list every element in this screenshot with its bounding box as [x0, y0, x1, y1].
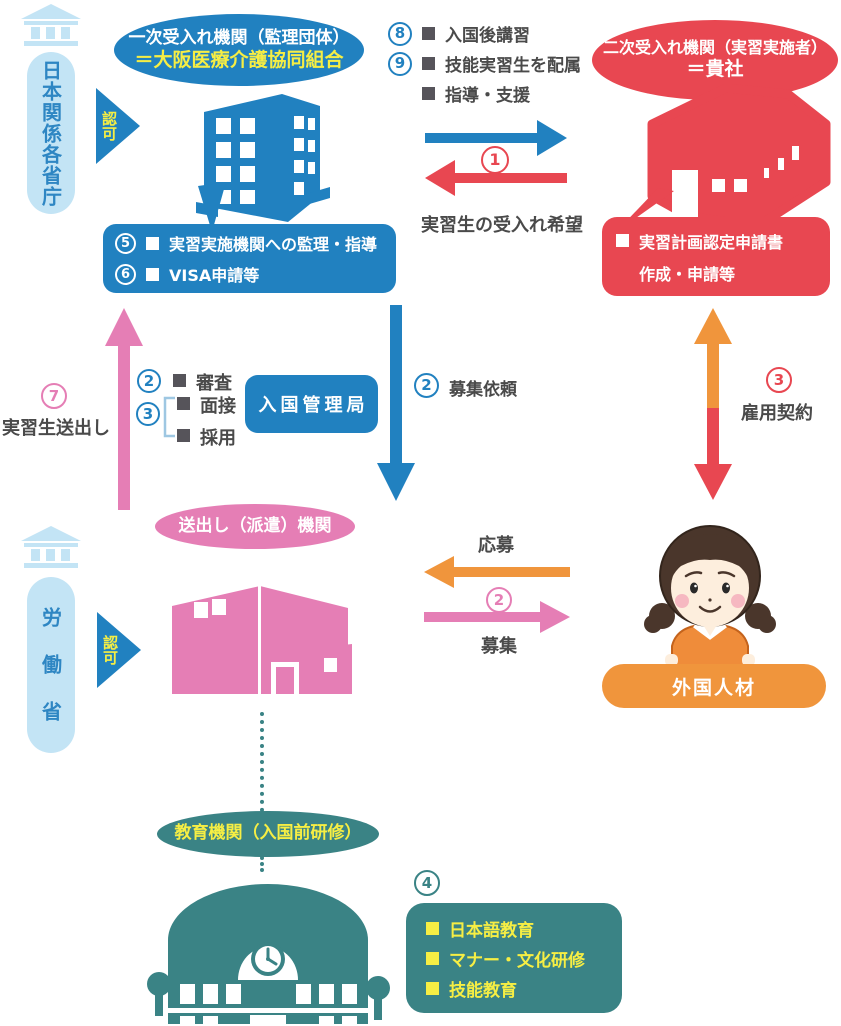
- dotted-connector: [260, 856, 264, 872]
- government-bank-icon: [21, 526, 81, 568]
- bullet-icon: [173, 374, 186, 387]
- approval-arrow-bottom: 認可: [97, 612, 141, 688]
- arrow-right-blue: [425, 120, 567, 156]
- bullet-icon: [422, 87, 435, 100]
- immigration-bureau-box: 入国管理局: [245, 375, 378, 433]
- school-building-icon: [147, 884, 390, 1024]
- sending-org-name: 送出し（派遣）機関: [178, 515, 332, 536]
- employment-label: 雇用契約: [741, 403, 813, 424]
- education-task-row: マナー・文化研修: [426, 946, 622, 971]
- primary-callout-tail: [198, 182, 226, 232]
- bullet-icon: [177, 429, 190, 442]
- education-task-text: 日本語教育: [449, 920, 534, 941]
- arrow-left-red: [425, 160, 567, 196]
- screening-row3-text: 採用: [200, 428, 236, 449]
- recruit-label: 募集: [481, 636, 517, 657]
- primary-tasks-box: 5 実習実施機関への監理・指導 6 VISA申請等: [103, 224, 396, 293]
- recruit-request-label: 募集依頼: [449, 380, 517, 400]
- primary-org-name: 一次受入れ機関（監理団体）: [128, 27, 350, 48]
- primary-org-subname: ＝大阪医療介護協同組合: [134, 48, 344, 71]
- foreign-talent-label: 外国人材: [671, 676, 756, 699]
- dotted-connector: [260, 712, 264, 812]
- send-out-label: 実習生送出し: [2, 418, 110, 439]
- list-item-text: 入国後講習: [445, 26, 530, 46]
- step-4-badge: 4: [414, 870, 440, 896]
- secondary-org-ellipse: 二次受入れ機関（実習実施者） ＝貴社: [592, 20, 838, 100]
- education-tasks-box: 日本語教育 マナー・文化研修 技能教育: [406, 903, 622, 1013]
- arrow-down-blue: [377, 305, 415, 501]
- step-6-badge: 6: [115, 263, 136, 285]
- education-org-ellipse: 教育機関（入国前研修）: [157, 811, 379, 857]
- secondary-task-text: 実習計画認定申請書: [639, 232, 784, 252]
- ministries-label: 日本関係各省庁: [38, 59, 63, 207]
- badge-spacer: [388, 82, 412, 106]
- primary-task-row: 6 VISA申請等: [115, 262, 384, 286]
- bullet-icon: [426, 951, 439, 965]
- arrow-up-pink: [105, 308, 143, 510]
- arrow-dual-employment: [694, 308, 732, 500]
- secondary-org-subname: ＝貴社: [686, 58, 744, 81]
- ministries-pill: 日本関係各省庁: [27, 52, 75, 214]
- step-2-badge: 2: [137, 369, 161, 393]
- bullet-icon: [422, 27, 435, 40]
- labor-ministry-pill: 労働省: [27, 577, 75, 753]
- secondary-tasks-box: 実習計画認定申請書 作成・申請等: [602, 217, 830, 296]
- apply-label: 応募: [478, 535, 514, 556]
- bullet-icon: [177, 397, 190, 410]
- list-item-text: 指導・支援: [445, 86, 530, 106]
- primary-org-ellipse: 一次受入れ機関（監理団体） ＝大阪医療介護協同組合: [114, 14, 364, 86]
- step-8-badge: 8: [388, 21, 412, 46]
- screening-row1-text: 審査: [196, 373, 232, 394]
- step-9-badge: 9: [388, 51, 412, 76]
- foreign-talent-avatar: [644, 525, 776, 666]
- recruit-request-badge: 2: [414, 373, 439, 398]
- primary-task-text: 実習実施機関への監理・指導: [169, 235, 378, 254]
- sending-org-building-icon: [172, 586, 352, 694]
- secondary-building-icon: [647, 84, 831, 231]
- arrow-left-orange: [424, 556, 570, 588]
- approval-label-top: 認可: [100, 111, 118, 141]
- government-bank-icon: [21, 4, 81, 46]
- employment-badge: 3: [766, 367, 792, 393]
- sending-org-ellipse: 送出し（派遣）機関: [155, 504, 355, 549]
- request-flow-label: 実習生の受入れ希望: [421, 215, 583, 236]
- education-task-row: 技能教育: [426, 976, 622, 1001]
- list-item: 8 入国後講習: [388, 21, 581, 46]
- list-item-text: 技能実習生を配属: [445, 56, 581, 76]
- step-3-badge: 3: [136, 402, 160, 426]
- screening-row2-text: 面接: [200, 396, 236, 417]
- foreign-talent-pill: 外国人材: [602, 664, 826, 708]
- group-bracket: [163, 396, 175, 438]
- immigration-bureau-label: 入国管理局: [258, 395, 369, 416]
- bullet-icon: [146, 267, 159, 281]
- labor-ministry-label: 労働省: [38, 606, 63, 748]
- bullet-icon: [426, 921, 439, 935]
- bullet-icon: [426, 981, 439, 995]
- education-task-text: マナー・文化研修: [449, 950, 585, 971]
- approval-label-bottom: 認可: [101, 635, 119, 665]
- post-entry-list: 8 入国後講習 9 技能実習生を配属 指導・支援: [388, 21, 581, 106]
- step-7-badge: 7: [41, 383, 67, 409]
- education-task-text: 技能教育: [449, 980, 517, 1001]
- arrow-right-pink: [424, 601, 570, 633]
- bullet-icon: [616, 234, 629, 247]
- step-5-badge: 5: [115, 232, 136, 254]
- primary-task-text: VISA申請等: [169, 266, 260, 285]
- list-item: 指導・支援: [388, 81, 581, 106]
- secondary-org-name: 二次受入れ機関（実習実施者）: [602, 38, 827, 58]
- secondary-task-row: 実習計画認定申請書: [616, 229, 816, 253]
- education-org-name: 教育機関（入国前研修）: [174, 823, 362, 844]
- list-item: 9 技能実習生を配属: [388, 51, 581, 76]
- primary-task-row: 5 実習実施機関への監理・指導: [115, 231, 384, 255]
- secondary-task-text2: 作成・申請等: [639, 264, 736, 284]
- education-task-row: 日本語教育: [426, 916, 622, 941]
- bullet-icon: [146, 236, 159, 250]
- secondary-task-row: 作成・申請等: [616, 261, 816, 285]
- bullet-icon: [422, 57, 435, 70]
- approval-arrow-top: 認可: [96, 88, 140, 164]
- primary-building-icon: [196, 94, 330, 222]
